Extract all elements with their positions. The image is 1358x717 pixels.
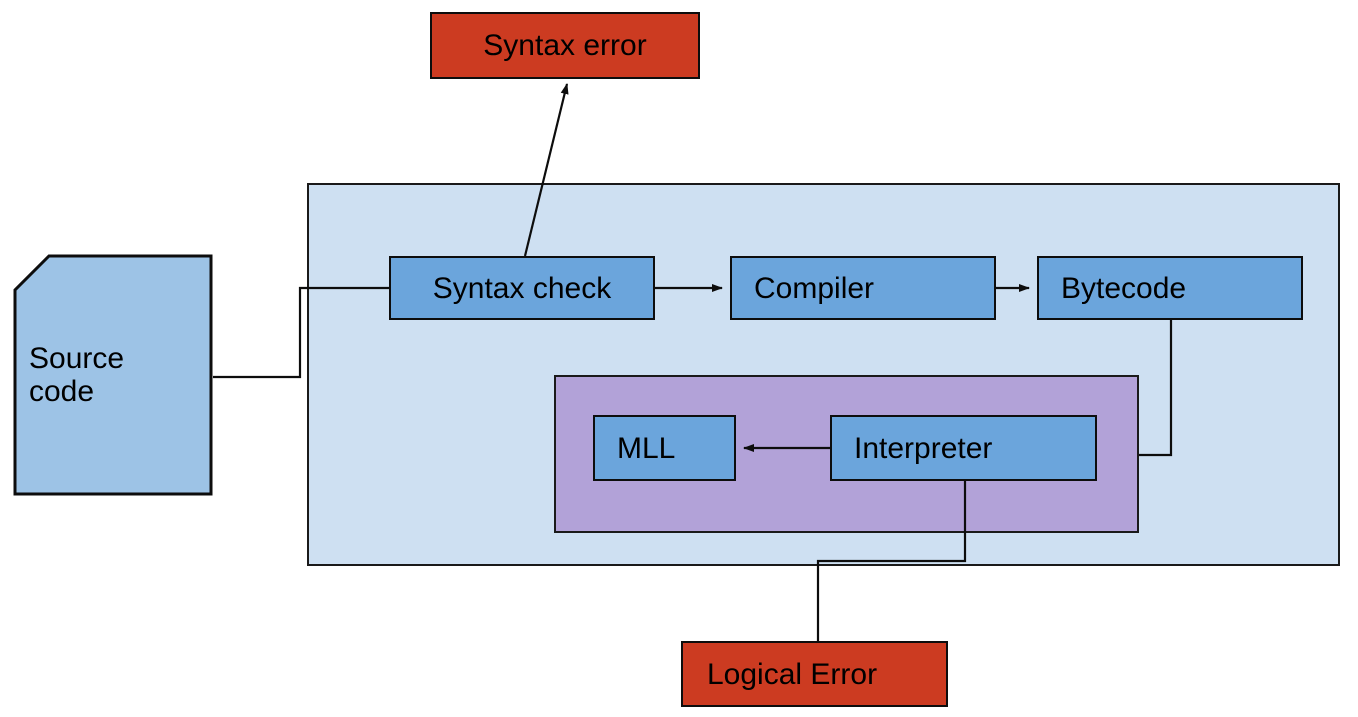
node-mll-label: MLL (617, 431, 676, 465)
node-bytecode[interactable]: Bytecode (1037, 256, 1303, 320)
node-source-code-label: Source code (29, 342, 125, 408)
node-bytecode-label: Bytecode (1061, 271, 1187, 305)
edge-source-code-to-syntax-check (213, 286, 389, 379)
node-interpreter[interactable]: Interpreter (830, 415, 1097, 481)
node-syntax-check[interactable]: Syntax check (389, 256, 655, 320)
edge-bytecode-to-interpreter (1139, 320, 1173, 457)
node-mll[interactable]: MLL (593, 415, 736, 481)
node-interpreter-label: Interpreter (854, 431, 993, 465)
node-syntax-check-label: Syntax check (432, 271, 612, 305)
node-source-code[interactable]: Source code (13, 254, 213, 496)
node-syntax-error[interactable]: Syntax error (430, 12, 700, 79)
node-logical-error[interactable]: Logical Error (681, 641, 948, 707)
node-compiler[interactable]: Compiler (730, 256, 996, 320)
edge-interpreter-to-logical-error (816, 481, 967, 641)
node-syntax-error-label: Syntax error (483, 29, 647, 62)
edge-syntax-check-to-syntax-error (523, 83, 569, 257)
node-logical-error-label: Logical Error (707, 657, 878, 691)
source-code-shape-icon (13, 254, 213, 496)
node-compiler-label: Compiler (754, 271, 875, 305)
